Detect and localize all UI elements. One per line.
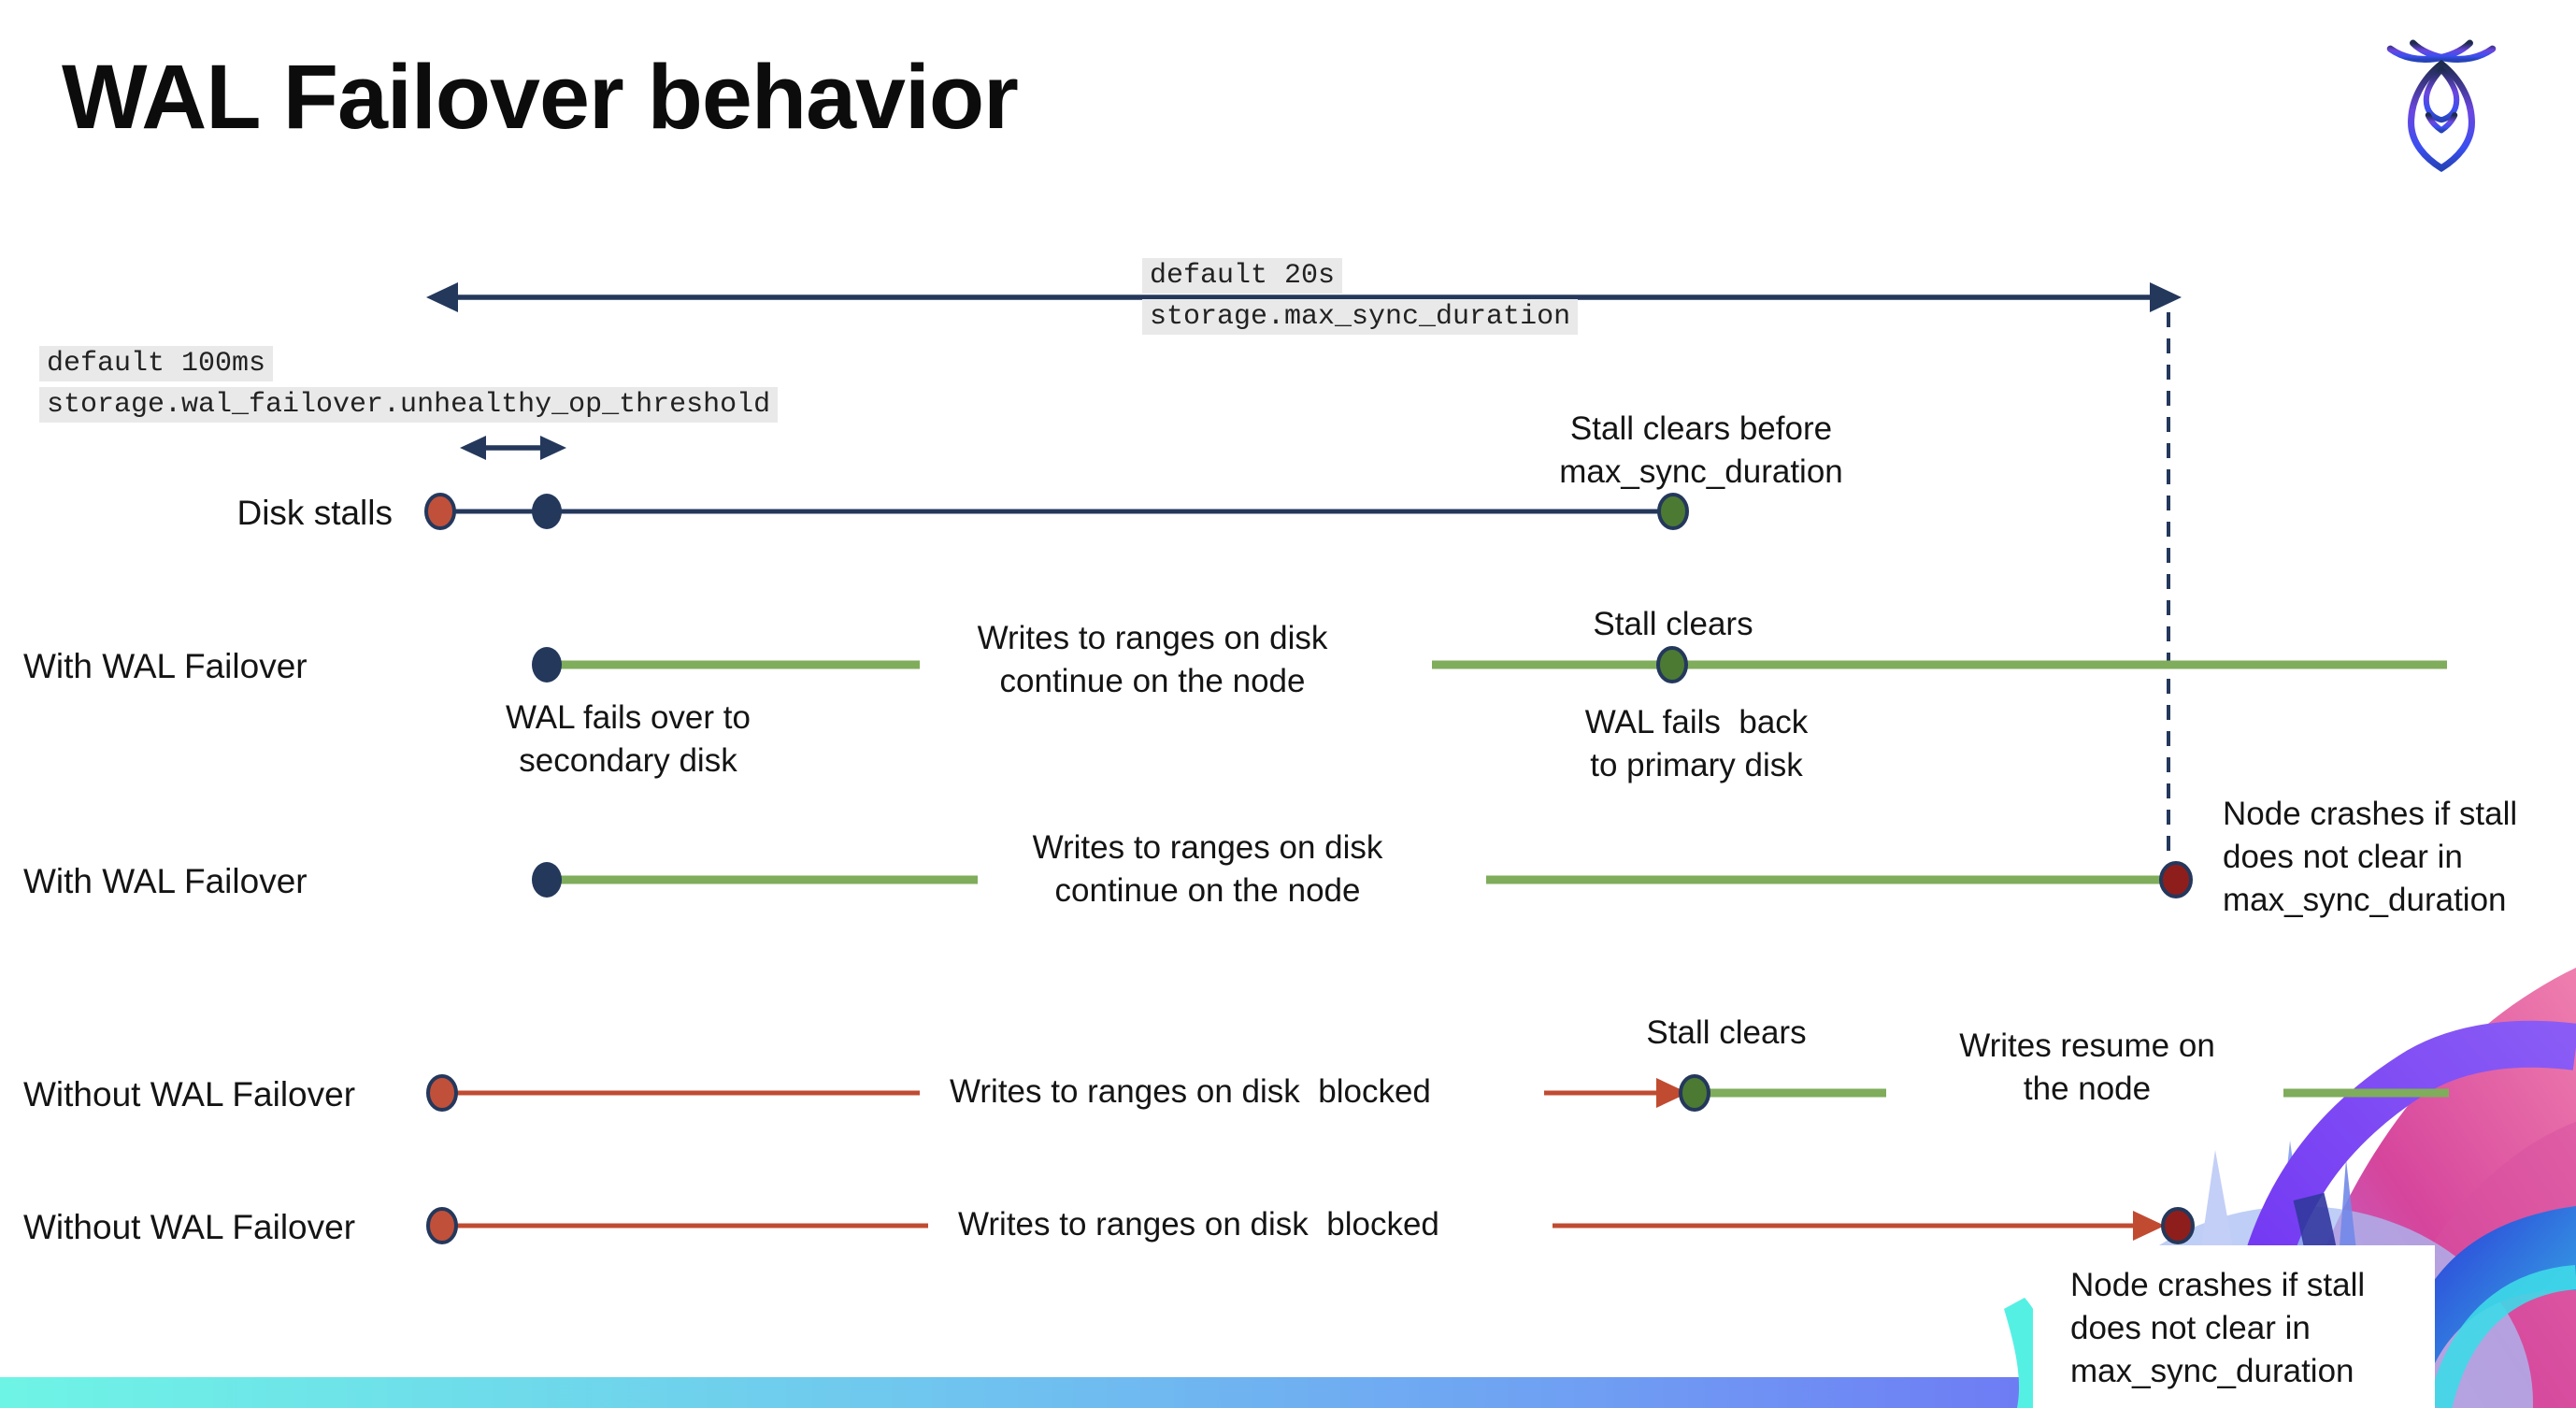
annotation-writes-blocked-2: Writes to ranges on disk blocked bbox=[958, 1206, 1439, 1243]
stall-clears-dot-1 bbox=[1657, 493, 1689, 530]
row-label-disk-stalls: Disk stalls bbox=[236, 494, 393, 532]
node-crash-dot-2 bbox=[2161, 1207, 2195, 1244]
annotation-writes-continue-2: Writes to ranges on disk continue on the… bbox=[1032, 829, 1383, 910]
failover-dot-2 bbox=[532, 862, 562, 898]
stall-clears-dot-2 bbox=[1679, 1074, 1710, 1112]
unhealthy-setting-name: storage.wal_failover.unhealthy_op_thresh… bbox=[39, 387, 779, 423]
annotation-wal-fails-back: WAL fails back to primary disk bbox=[1584, 704, 1809, 784]
annotation-stall-clears-before: Stall clears before max_sync_duration bbox=[1559, 410, 1843, 491]
annotation-writes-resume: Writes resume on the node bbox=[1959, 1027, 2215, 1108]
stall-start-dot bbox=[424, 493, 456, 530]
node-crash-dot-1 bbox=[2159, 861, 2193, 898]
max-sync-setting-name: storage.max_sync_duration bbox=[1142, 299, 1579, 335]
annotation-node-crashes-2: Node crashes if stall does not clear in … bbox=[2070, 1267, 2366, 1390]
max-sync-duration-arrow bbox=[426, 282, 2182, 312]
row-with-wal-1-line bbox=[532, 646, 2447, 683]
node-crashes-callout-box bbox=[2033, 1245, 2435, 1408]
row-disk-stalls-line bbox=[424, 493, 1689, 530]
annotation-node-crashes-1: Node crashes if stall does not clear in … bbox=[2223, 796, 2518, 919]
threshold-dot bbox=[532, 494, 562, 529]
blocked-start-dot-1 bbox=[426, 1074, 458, 1112]
unhealthy-default-label: default 100ms bbox=[39, 346, 274, 381]
red-arrowhead-2 bbox=[2133, 1211, 2165, 1241]
failover-dot-1 bbox=[532, 647, 562, 682]
annotation-wal-fails-over: WAL fails over to secondary disk bbox=[506, 699, 751, 780]
unhealthy-op-threshold-arrow bbox=[460, 436, 566, 460]
row-label-with-wal-2: With WAL Failover bbox=[23, 862, 308, 900]
fails-back-dot bbox=[1656, 646, 1688, 683]
row-without-wal-1-line bbox=[426, 1074, 2449, 1112]
annotation-stall-clears-1: Stall clears bbox=[1593, 606, 1753, 642]
red-arrowhead-1 bbox=[1656, 1078, 1688, 1108]
annotation-writes-blocked-1: Writes to ranges on disk blocked bbox=[950, 1073, 1431, 1110]
annotation-stall-clears-2: Stall clears bbox=[1646, 1014, 1807, 1051]
blocked-start-dot-2 bbox=[426, 1207, 458, 1244]
row-label-without-wal-1: Without WAL Failover bbox=[23, 1075, 356, 1113]
cockroach-logo-icon bbox=[2386, 39, 2497, 173]
row-label-without-wal-2: Without WAL Failover bbox=[23, 1208, 356, 1246]
row-label-with-wal-1: With WAL Failover bbox=[23, 647, 308, 685]
page-title: WAL Failover behavior bbox=[62, 46, 1019, 148]
row-without-wal-2-line bbox=[426, 1207, 2195, 1244]
max-sync-default-label: default 20s bbox=[1142, 258, 1343, 294]
row-with-wal-2-line bbox=[532, 861, 2193, 898]
annotation-writes-continue-1: Writes to ranges on disk continue on the… bbox=[977, 620, 1328, 700]
